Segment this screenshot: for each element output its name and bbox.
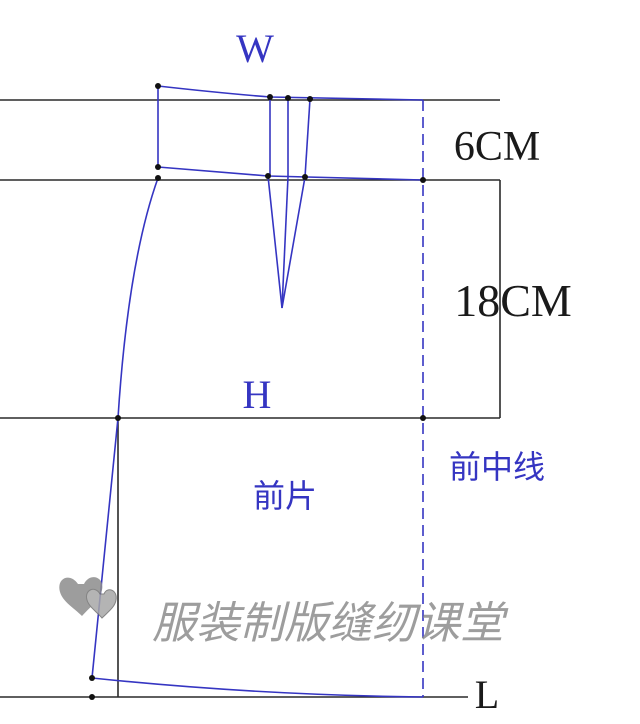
waistband-bottom-edge	[157, 166, 424, 181]
waist-label: W	[236, 26, 274, 71]
double-heart-icon	[59, 577, 117, 619]
point-dart-top-center	[285, 95, 291, 101]
point-side-seam-top	[155, 175, 161, 181]
point-center-front-hip	[420, 415, 426, 421]
point-waistband-side-bottom	[155, 164, 161, 170]
point-center-front-waist	[420, 177, 426, 183]
point-dart-top-left	[267, 94, 273, 100]
hip-depth-label: 18CM	[454, 275, 572, 326]
watermark-text: 服装制版缝纫课堂	[152, 598, 509, 649]
point-hem-guide-side	[89, 694, 95, 700]
point-hem-side	[89, 675, 95, 681]
front-center-line-label: 前中线	[449, 448, 545, 486]
point-dart-base-left	[265, 173, 271, 179]
point-hip-side	[115, 415, 121, 421]
hem-curve	[91, 677, 424, 698]
length-label: L	[475, 672, 499, 717]
waist-dart-center-line	[281, 176, 289, 309]
waistband-height-label: 6CM	[454, 124, 540, 170]
waistband-dart-line-right	[304, 98, 311, 178]
waistband-top-edge	[157, 85, 424, 101]
point-dart-top-right	[307, 96, 313, 102]
front-panel-label: 前片	[253, 477, 317, 515]
side-seam	[91, 177, 159, 679]
hip-label: H	[243, 372, 272, 417]
point-dart-base-right	[302, 174, 308, 180]
point-waist-side-top	[155, 83, 161, 89]
